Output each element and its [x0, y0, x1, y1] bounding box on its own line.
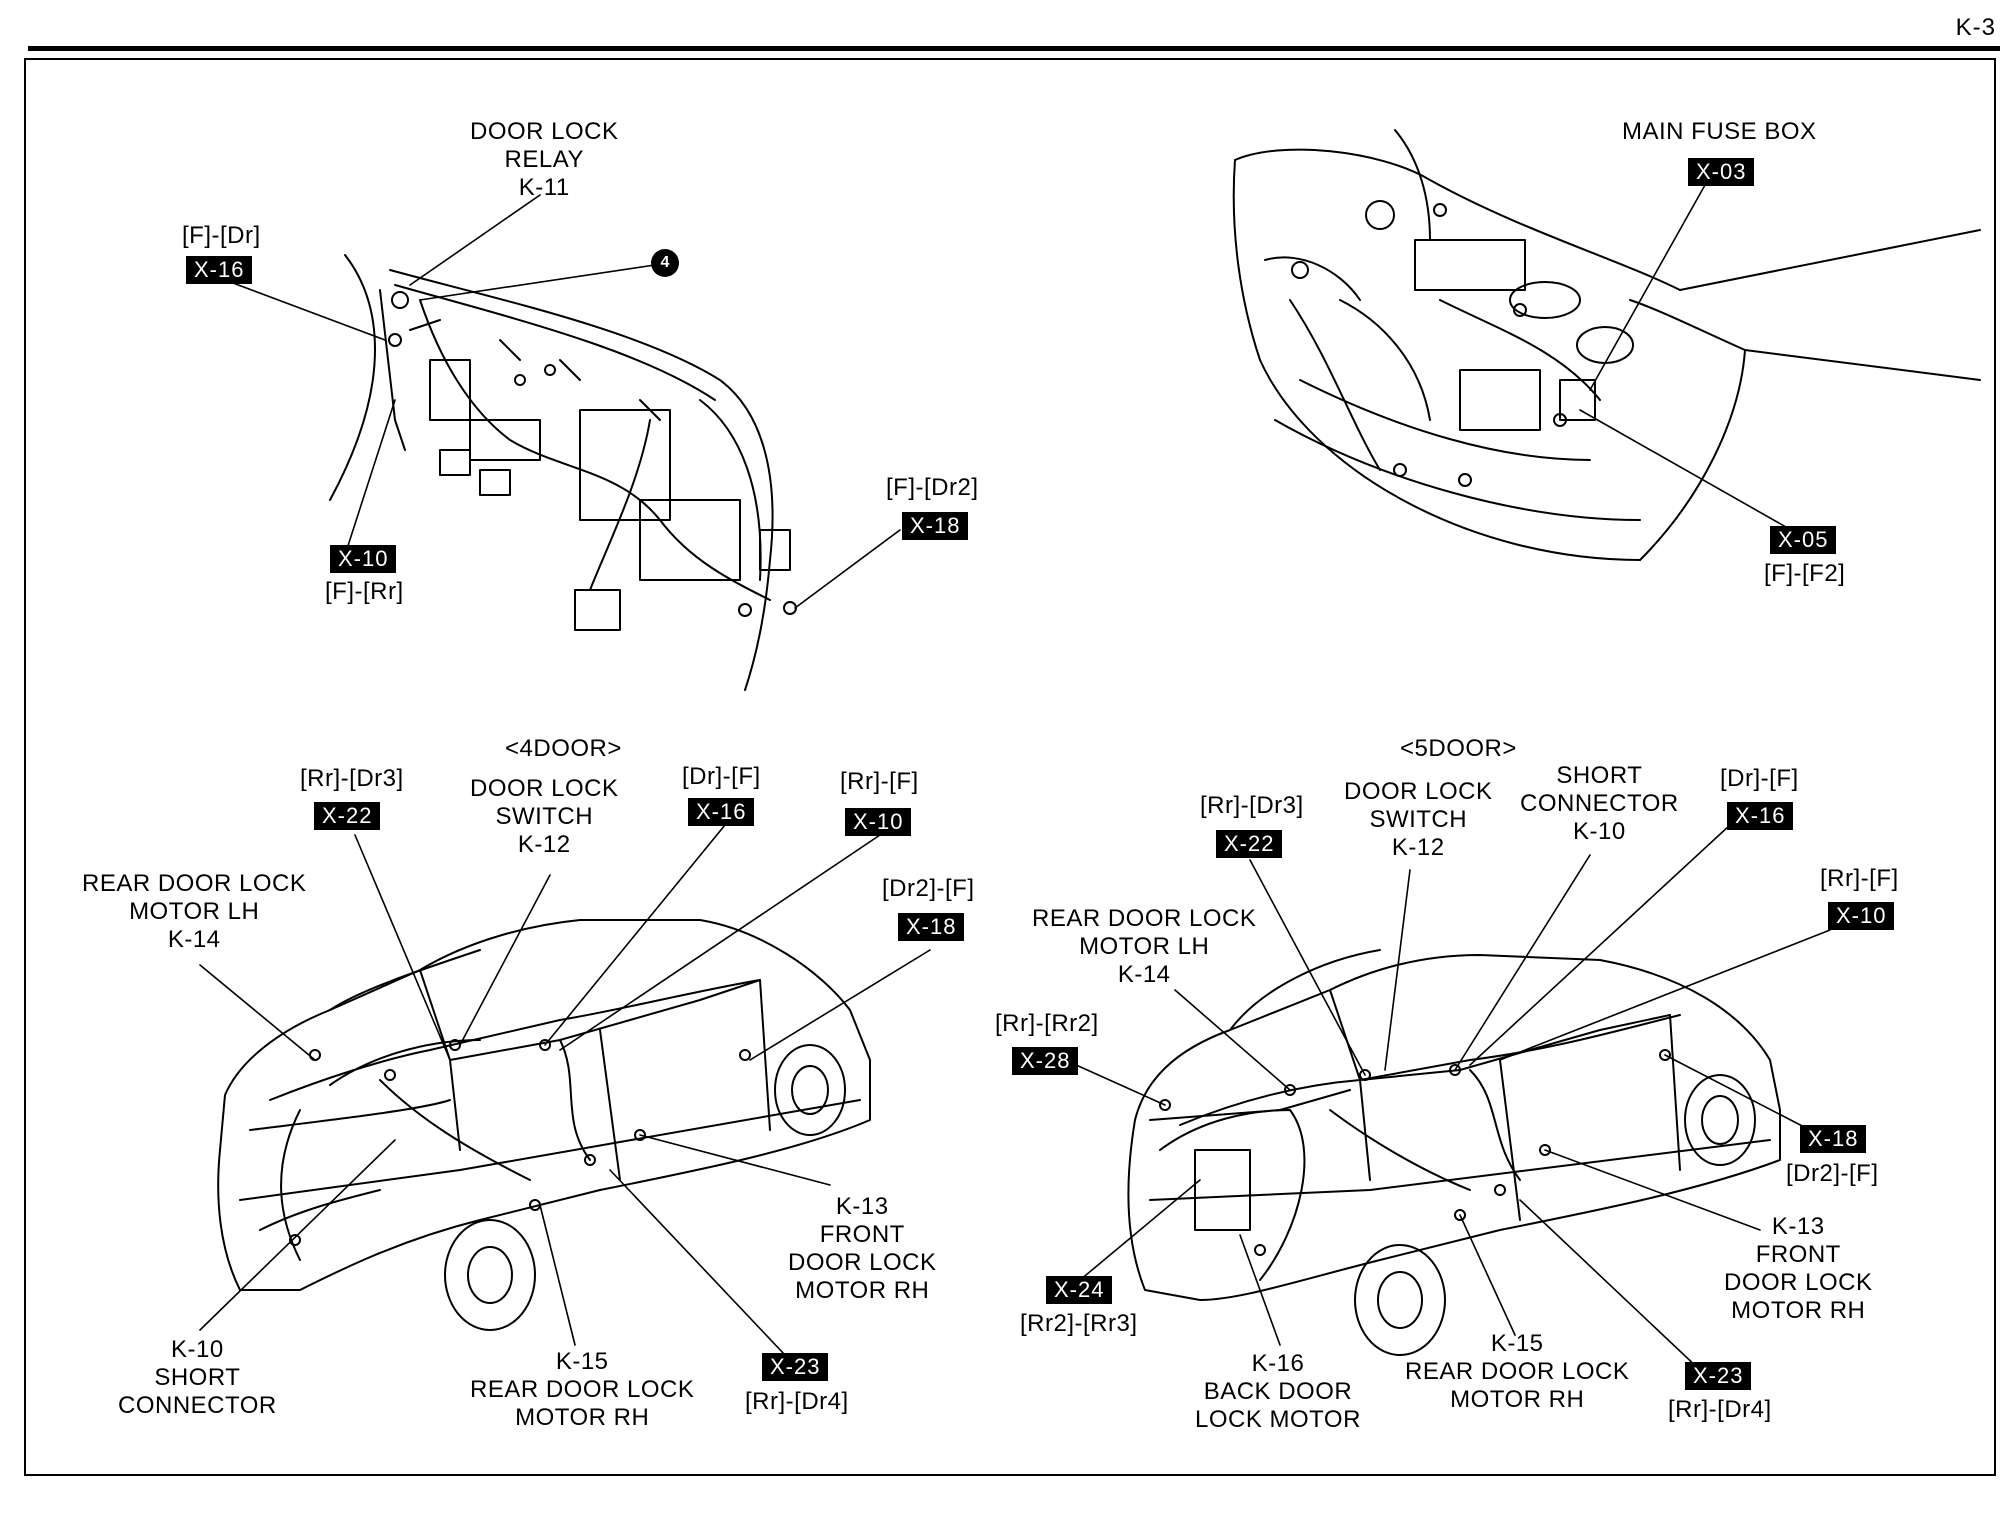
- engine-bay-illustration: [1232, 129, 1981, 561]
- x05-badge: X-05: [1770, 526, 1837, 554]
- x18-badge: X-18: [902, 512, 969, 540]
- short-connector-label: K-10 SHORT CONNECTOR: [118, 1336, 277, 1419]
- x03-badge: X-03: [1688, 158, 1755, 186]
- rr-dr3-code-label: [Rr]-[Dr3]: [300, 765, 404, 792]
- front-door-lock-motor-rh-label: K-13 FRONT DOOR LOCK MOTOR RH: [1724, 1213, 1873, 1324]
- page-number: K-3: [1955, 14, 1996, 41]
- sedan-4door-illustration: [217, 919, 871, 1331]
- hatch-leader-lines: [1064, 824, 1831, 1371]
- four-door-title: <4DOOR>: [505, 735, 622, 762]
- hatch-5door-illustration: [1127, 949, 1781, 1356]
- front-door-lock-motor-rh-label: K-13 FRONT DOOR LOCK MOTOR RH: [788, 1193, 937, 1304]
- short-connector-label: SHORT CONNECTOR K-10: [1520, 762, 1679, 845]
- rr2-rr3-code-label: [Rr2]-[Rr3]: [1020, 1310, 1138, 1337]
- dashboard-leader-lines: [224, 194, 901, 609]
- rear-door-lock-motor-lh-label: REAR DOOR LOCK MOTOR LH K-14: [1032, 905, 1257, 988]
- rear-door-lock-motor-rh-label: K-15 REAR DOOR LOCK MOTOR RH: [470, 1348, 695, 1431]
- x18-badge: X-18: [898, 913, 965, 941]
- header-rule: [28, 46, 2000, 51]
- x16-badge: X-16: [688, 798, 755, 826]
- dr-f-code-label: [Dr]-[F]: [1720, 765, 1799, 792]
- f-rr-code-label: [F]-[Rr]: [325, 578, 404, 605]
- dashboard-harness-illustration: [329, 254, 797, 691]
- dr-f-code-label: [Dr]-[F]: [682, 763, 761, 790]
- x10-badge: X-10: [845, 808, 912, 836]
- rear-door-lock-motor-lh-label: REAR DOOR LOCK MOTOR LH K-14: [82, 870, 307, 953]
- f-f2-code-label: [F]-[F2]: [1764, 560, 1846, 587]
- x18-badge: X-18: [1800, 1125, 1867, 1153]
- diagram-frame: [24, 58, 1996, 1476]
- door-lock-switch-label: DOOR LOCK SWITCH K-12: [470, 775, 619, 858]
- x23-badge: X-23: [1685, 1362, 1752, 1390]
- x10-badge: X-10: [1828, 902, 1895, 930]
- x16-badge: X-16: [1727, 802, 1794, 830]
- five-door-title: <5DOOR>: [1400, 735, 1517, 762]
- x22-badge: X-22: [1216, 830, 1283, 858]
- rr-rr2-code-label: [Rr]-[Rr2]: [995, 1010, 1099, 1037]
- x10-badge: X-10: [330, 545, 397, 573]
- sedan-leader-lines: [199, 824, 931, 1356]
- dr2-f-code-label: [Dr2]-[F]: [882, 875, 975, 902]
- back-door-lock-motor-label: K-16 BACK DOOR LOCK MOTOR: [1195, 1350, 1361, 1433]
- rr-dr4-code-label: [Rr]-[Dr4]: [745, 1388, 849, 1415]
- x24-badge: X-24: [1046, 1276, 1113, 1304]
- f-dr-code-label: [F]-[Dr]: [182, 222, 261, 249]
- rr-f-code-label: [Rr]-[F]: [1820, 865, 1899, 892]
- callout-marker: 4: [651, 249, 679, 277]
- x22-badge: X-22: [314, 802, 381, 830]
- door-lock-switch-label: DOOR LOCK SWITCH K-12: [1344, 778, 1493, 861]
- door-lock-relay-label: DOOR LOCK RELAY K-11: [470, 118, 619, 201]
- rr-dr4-code-label: [Rr]-[Dr4]: [1668, 1396, 1772, 1423]
- main-fuse-box-label: MAIN FUSE BOX: [1622, 118, 1817, 145]
- rr-f-code-label: [Rr]-[F]: [840, 768, 919, 795]
- engine-leader-lines: [1579, 184, 1801, 536]
- rr-dr3-code-label: [Rr]-[Dr3]: [1200, 792, 1304, 819]
- x28-badge: X-28: [1012, 1047, 1079, 1075]
- rear-door-lock-motor-rh-label: K-15 REAR DOOR LOCK MOTOR RH: [1405, 1330, 1630, 1413]
- x16-badge: X-16: [186, 256, 253, 284]
- x23-badge: X-23: [762, 1353, 829, 1381]
- f-dr2-code-label: [F]-[Dr2]: [886, 474, 979, 501]
- dr2-f-code-label: [Dr2]-[F]: [1786, 1160, 1879, 1187]
